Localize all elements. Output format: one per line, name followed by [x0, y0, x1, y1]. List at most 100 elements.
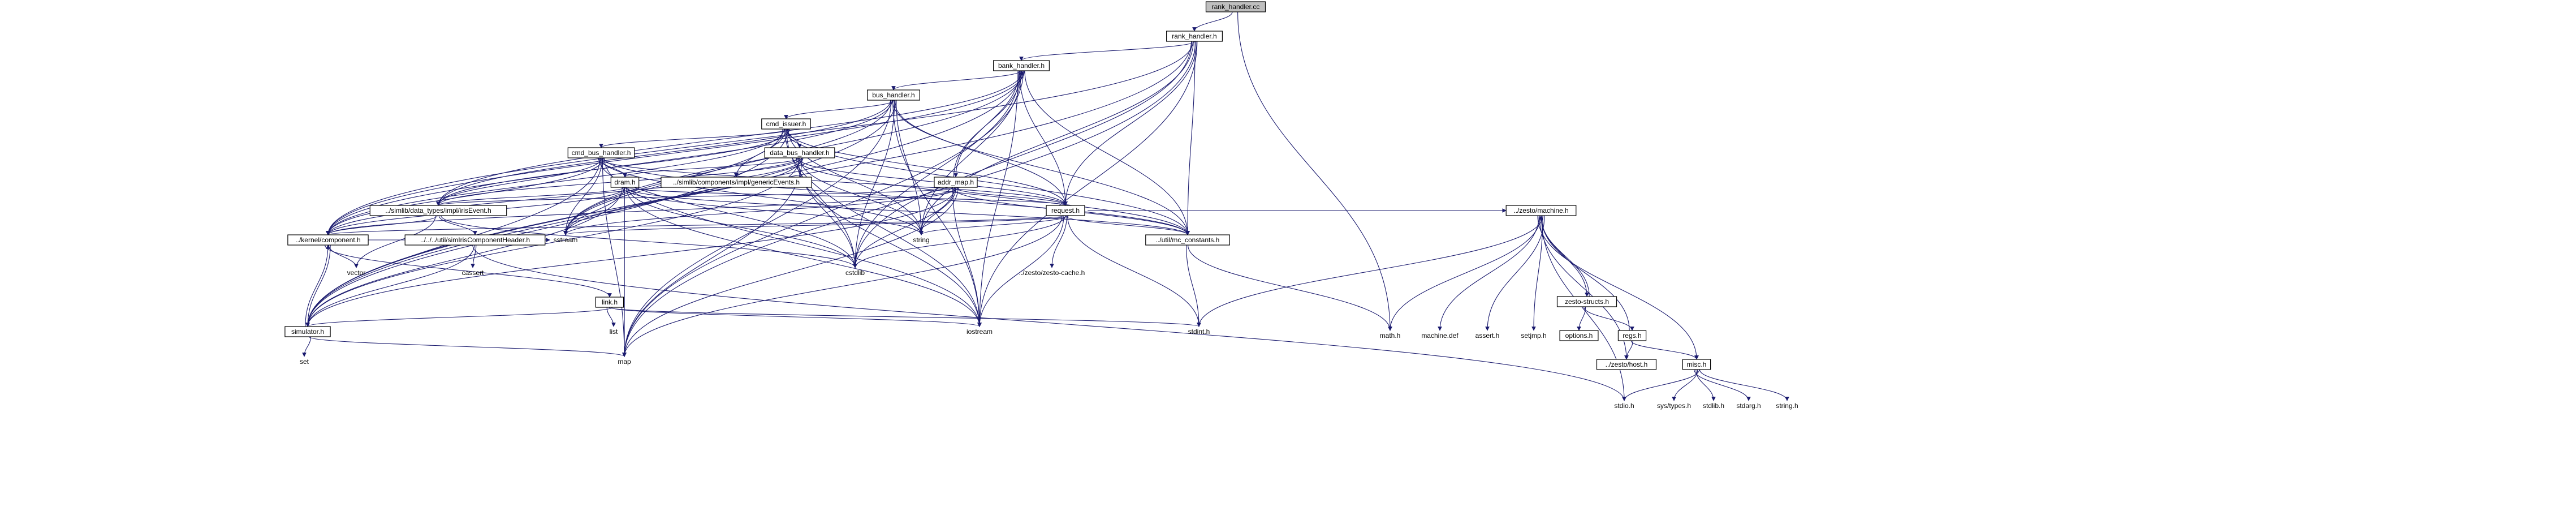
node-box: [761, 118, 811, 130]
node-label: cassert: [462, 269, 484, 277]
node-data-bus-handler-h[interactable]: data_bus_handler.h: [764, 147, 835, 158]
node-label: ../util/mc_constants.h: [1156, 236, 1220, 244]
edge-bank-handler-h-to-map: [622, 70, 1024, 357]
node-generic-events-h[interactable]: ../simlib/components/impl/genericEvents.…: [661, 177, 812, 188]
edge-cmd-issuer-h-to-request-h: [786, 128, 1068, 206]
edge-cmd-bus-handler-h-to-map: [602, 157, 627, 357]
node-list: list: [610, 328, 618, 336]
edge-regs-h-to-misc-h: [1630, 340, 1699, 360]
edge-rank-handler-h-to-cstdlib: [853, 41, 1192, 268]
node-stdlib-h: stdlib.h: [1703, 402, 1724, 410]
node-options-h[interactable]: options.h: [1559, 330, 1599, 341]
node-set: set: [300, 358, 309, 366]
node-box: [1145, 234, 1230, 246]
edge-rank-handler-cc-to-math-h: [1237, 11, 1392, 331]
node-util-constants-h[interactable]: ../util/mc_constants.h: [1145, 234, 1230, 246]
edge-request-h-to-iostream: [977, 215, 1064, 327]
edge-bus-handler-h-to-request-h: [894, 100, 1068, 206]
node-addr-map-h[interactable]: addr_map.h: [934, 177, 978, 188]
edge-kernel-component-h-to-vector: [328, 244, 359, 268]
edge-request-h-to-kernel-component-h: [326, 215, 1064, 235]
node-cmd-issuer-h[interactable]: cmd_issuer.h: [761, 118, 811, 130]
node-label: ../simlib/components/impl/genericEvents.…: [673, 178, 800, 186]
edge-zesto-machine-h-to-setjmp-h: [1531, 215, 1543, 331]
edge-request-h-to-sstream: [563, 215, 1069, 235]
edge-data-bus-handler-h-to-dram-h: [623, 157, 800, 178]
edge-data-bus-handler-h-to-cstdlib: [798, 157, 857, 268]
edge-zesto-machine-h-to-machine-def: [1438, 215, 1539, 331]
node-zesto-machine-h[interactable]: ../zesto/machine.h: [1505, 205, 1577, 216]
edge-data-bus-handler-h-to-simulator-h: [305, 157, 800, 327]
node-rank-handler-h[interactable]: rank_handler.h: [1166, 31, 1223, 42]
node-bus-handler-h[interactable]: bus_handler.h: [867, 89, 920, 101]
node-sim-component-header-h[interactable]: ../../../util/simIrisComponentHeader.h: [404, 234, 546, 246]
edge-addr-map-h-to-cstdlib: [853, 187, 955, 268]
edge-request-h-to-zesto-cache-h: [1050, 215, 1067, 268]
edge-util-constants-h-to-math-h: [1188, 244, 1392, 331]
edge-request-h-to-cstdlib: [853, 215, 1066, 268]
edge-bank-handler-h-to-iris-event-h: [436, 70, 1023, 206]
node-label: cmd_issuer.h: [766, 120, 806, 128]
edge-rank-handler-h-to-map: [622, 41, 1196, 357]
edge-bank-handler-h-to-iostream: [977, 70, 1019, 327]
node-setjmp-h: setjmp.h: [1521, 332, 1546, 340]
edge-dram-h-to-iris-event-h: [436, 187, 624, 206]
node-label: map: [618, 358, 631, 366]
node-label: options.h: [1565, 332, 1593, 340]
node-iostream: iostream: [966, 328, 993, 336]
node-math-h: math.h: [1380, 332, 1401, 340]
node-label: string.h: [1776, 402, 1798, 410]
node-string-h: string.h: [1776, 402, 1798, 410]
node-label: zesto-structs.h: [1565, 298, 1609, 306]
edge-cmd-bus-handler-h-to-util-constants-h: [603, 157, 1190, 235]
node-box: [1682, 359, 1711, 370]
node-box: [369, 205, 507, 216]
node-box: [1596, 359, 1657, 370]
node-label: string: [913, 236, 929, 244]
node-rank-handler-cc[interactable]: rank_handler.cc: [1205, 1, 1266, 12]
edge-link-h-to-list: [606, 307, 616, 327]
edge-zesto-structs-h-to-options-h: [1577, 306, 1586, 331]
node-bank-handler-h[interactable]: bank_handler.h: [993, 60, 1050, 71]
edge-iris-event-h-to-sim-component-header-h: [438, 215, 477, 235]
node-label: stdarg.h: [1736, 402, 1761, 410]
edge-bus-handler-h-to-sstream: [563, 100, 891, 235]
edge-zesto-machine-h-to-zesto-structs-h: [1541, 215, 1589, 297]
edge-data-bus-handler-h-to-util-constants-h: [796, 157, 1190, 235]
node-cmd-bus-handler-h[interactable]: cmd_bus_handler.h: [567, 147, 635, 158]
node-misc-h[interactable]: misc.h: [1682, 359, 1711, 370]
edge-bus-handler-h-to-iris-event-h: [436, 100, 891, 206]
node-box: [1556, 296, 1617, 307]
node-label: simulator.h: [291, 328, 324, 336]
node-label: data_bus_handler.h: [770, 149, 829, 157]
edge-cmd-issuer-h-to-kernel-component-h: [326, 128, 784, 235]
node-zesto-structs-h[interactable]: zesto-structs.h: [1556, 296, 1617, 307]
node-host-h[interactable]: ../zesto/host.h: [1596, 359, 1657, 370]
edge-request-h-to-util-constants-h: [1064, 215, 1190, 235]
node-label: math.h: [1380, 332, 1401, 340]
node-label: list: [610, 328, 618, 336]
node-label: iostream: [966, 328, 993, 336]
edge-dram-h-to-request-h: [627, 187, 1068, 206]
node-box: [284, 326, 331, 337]
node-kernel-component-h[interactable]: ../kernel/component.h: [287, 234, 369, 246]
node-dram-h[interactable]: dram.h: [610, 177, 640, 188]
node-box: [595, 297, 624, 308]
node-map: map: [618, 358, 631, 366]
node-label: addr_map.h: [938, 178, 974, 186]
node-simulator-h[interactable]: simulator.h: [284, 326, 331, 337]
node-label: ../kernel/component.h: [295, 236, 360, 244]
node-label: stdlib.h: [1703, 402, 1724, 410]
edge-addr-map-h-to-kernel-component-h: [326, 187, 960, 235]
node-request-h[interactable]: request.h: [1046, 205, 1085, 216]
node-label: stdio.h: [1614, 402, 1634, 410]
edge-rank-handler-h-to-request-h: [1063, 41, 1197, 206]
edge-bank-handler-h-to-string: [919, 70, 1022, 235]
node-regs-h[interactable]: regs.h: [1617, 330, 1647, 341]
edge-cmd-bus-handler-h-to-kernel-component-h: [326, 157, 604, 235]
node-label: sys/types.h: [1657, 402, 1691, 410]
node-iris-event-h[interactable]: ../simlib/data_types/impl/irisEvent.h: [369, 205, 507, 216]
node-link-h[interactable]: link.h: [595, 297, 624, 308]
edge-zesto-machine-h-to-misc-h: [1537, 215, 1699, 360]
